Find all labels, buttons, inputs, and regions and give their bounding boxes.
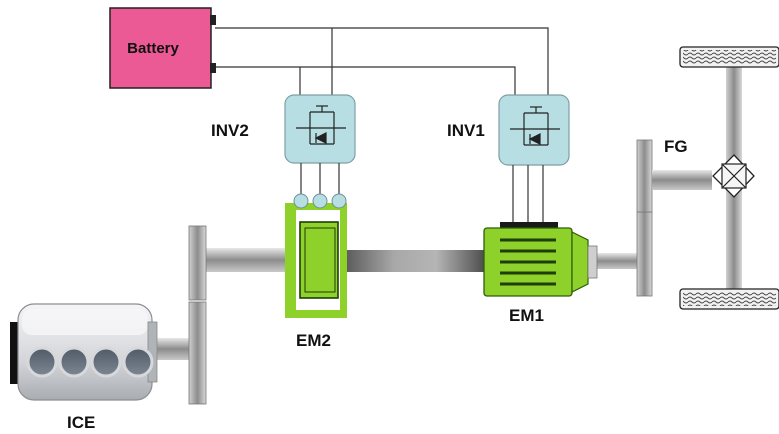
- em2-label: EM2: [296, 331, 331, 350]
- battery: Battery: [109, 7, 216, 89]
- igbt-symbol-icon: [296, 105, 346, 145]
- gear-plate-lower: [188, 301, 207, 405]
- em1-phase-wires: [512, 165, 544, 225]
- em2-terminal: [293, 193, 309, 209]
- electric-machine-2: EM2: [285, 193, 347, 350]
- axle-assembly: [679, 46, 779, 310]
- battery-label: Battery: [127, 40, 179, 57]
- cylinder-icon: [26, 346, 58, 378]
- internal-combustion-engine: ICE: [10, 303, 158, 432]
- ice-upper-shaft: [205, 248, 290, 272]
- differential-icon: [712, 154, 755, 198]
- inv1-label: INV1: [447, 121, 485, 140]
- ice-output-shaft: [150, 338, 195, 360]
- final-gear-shaft: [652, 170, 712, 190]
- em1-label: EM1: [509, 306, 544, 325]
- em2-terminal: [331, 193, 347, 209]
- cylinder-icon: [58, 346, 90, 378]
- igbt-symbol-icon: [510, 106, 560, 146]
- em2-phase-wires: [300, 163, 340, 198]
- electric-machine-1: EM1: [483, 222, 598, 325]
- final-gear-plate-lower: [636, 211, 653, 297]
- main-shaft: [345, 250, 485, 272]
- inv2-label: INV2: [211, 121, 249, 140]
- cylinder-icon: [122, 346, 154, 378]
- em1-output-shaft: [596, 253, 638, 269]
- inverter-2: INV2: [211, 94, 356, 164]
- inverter-1: INV1: [447, 94, 570, 166]
- fg-label: FG: [664, 137, 688, 156]
- battery-wiring: [215, 27, 549, 100]
- final-gear-plate-upper: [636, 139, 653, 213]
- cylinder-icon: [90, 346, 122, 378]
- em2-terminal: [312, 193, 328, 209]
- ice-label: ICE: [67, 413, 95, 432]
- gear-plate-upper: [188, 225, 207, 301]
